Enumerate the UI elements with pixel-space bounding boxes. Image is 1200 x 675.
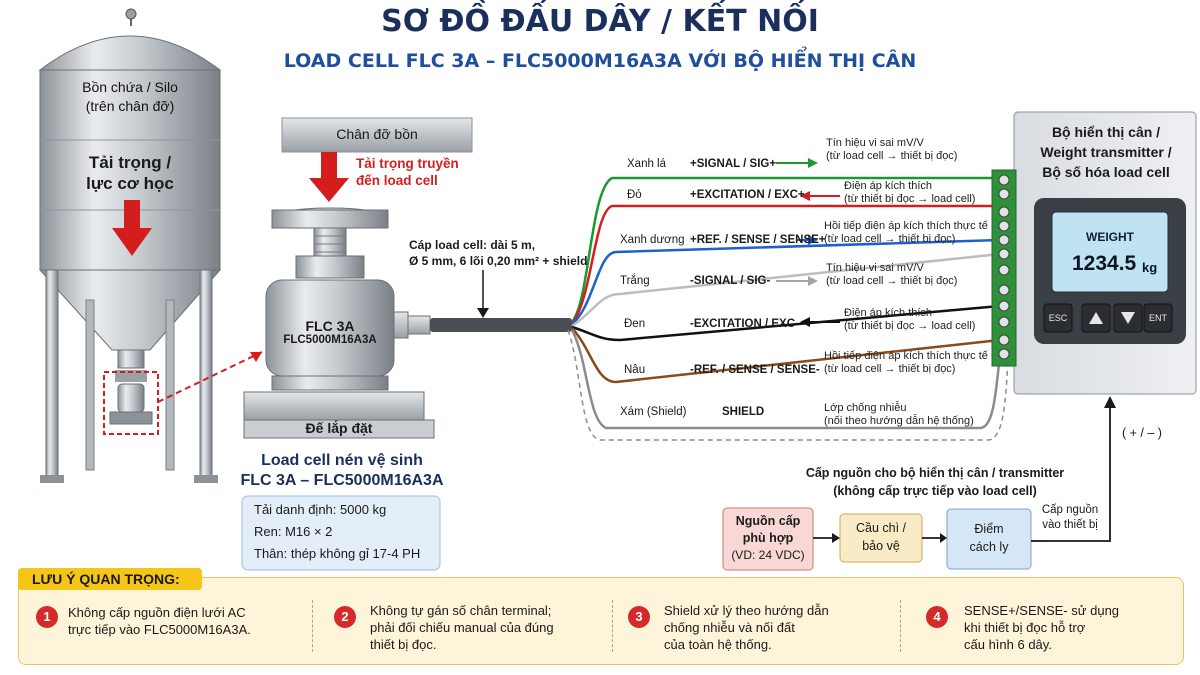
- note-number-1: 1: [36, 606, 58, 628]
- wire-color-black: Đen: [624, 318, 646, 330]
- polarity-label: ( + / – ): [1122, 426, 1162, 440]
- feed-label-2: vào thiết bị: [1042, 519, 1098, 531]
- isolation-label: Điểm: [974, 522, 1004, 536]
- note-1-line-2: trực tiếp vào FLC5000M16A3A.: [68, 622, 251, 637]
- esc-button[interactable]: ESC: [1048, 313, 1068, 323]
- note-2-line-2: phải đối chiếu manual của đúng: [370, 620, 554, 635]
- wire-desc-blue: Hồi tiếp điện áp kích thích thực tế: [824, 220, 988, 232]
- page-subtitle: LOAD CELL FLC 3A – FLC5000M16A3A VỚI BỘ …: [283, 50, 917, 72]
- up-button[interactable]: [1082, 304, 1110, 332]
- note-divider: [900, 600, 901, 652]
- spec-capacity: Tải danh định: 5000 kg: [254, 502, 387, 517]
- wire-color-shield: Xám (Shield): [620, 406, 687, 418]
- wire-desc-white: Tín hiệu vi sai mV/V: [826, 262, 924, 274]
- cable-label: Cáp load cell: dài 5 m,: [409, 238, 536, 252]
- wire-desc-shield: Lớp chống nhiễu: [824, 402, 907, 414]
- wire-desc-blue-sub: (từ load cell → thiết bị đọc): [824, 233, 956, 245]
- wire-desc-brown-sub: (từ load cell → thiết bị đọc): [824, 363, 956, 375]
- silo-label: Bồn chứa / Silo: [82, 79, 178, 95]
- wire-desc-green-sub: (từ load cell → thiết bị đọc): [826, 150, 958, 162]
- load-label: Tải trọng /: [88, 153, 172, 172]
- wire-color-red: Đỏ: [627, 189, 642, 201]
- base-label: Đế lắp đặt: [305, 420, 373, 436]
- spec-body: Thân: thép không gỉ 17-4 PH: [254, 546, 421, 561]
- note-2-line-1: Không tự gán số chân terminal;: [370, 603, 552, 618]
- wire-signal-sig-plus: +SIGNAL / SIG+: [690, 158, 777, 170]
- wire-color-blue: Xanh dương: [620, 234, 685, 246]
- indicator-title-2: Weight transmitter /: [1040, 144, 1172, 160]
- note-number-3: 3: [628, 606, 650, 628]
- wire-color-brown: Nâu: [624, 364, 646, 376]
- ent-button[interactable]: ENT: [1149, 313, 1167, 323]
- weight-indicator: [991, 111, 1197, 395]
- page-title: SƠ ĐỒ ĐẤU DÂY / KẾT NỐI: [381, 4, 819, 39]
- note-3-line-3: của toàn hệ thống.: [664, 637, 772, 652]
- wire-signal-sig-minus: -SIGNAL / SIG-: [690, 275, 771, 287]
- silo-label-sub: (trên chân đỡ): [85, 98, 175, 114]
- note-2-line-3: thiết bị đọc.: [370, 637, 437, 652]
- feed-label: Cấp nguồn: [1041, 504, 1099, 516]
- silo: [38, 8, 222, 483]
- load-cell-flc3a: [243, 207, 572, 439]
- power-title: Cấp nguồn cho bộ hiển thị cân / transmit…: [805, 466, 1065, 480]
- lcd-label: WEIGHT: [1086, 230, 1134, 244]
- spec-thread: Ren: M16 × 2: [254, 524, 333, 539]
- note-divider: [612, 600, 613, 652]
- wire-desc-red: Điện áp kích thích: [844, 180, 933, 192]
- fuse-label-2: bảo vệ: [862, 539, 900, 553]
- wire-desc-red-sub: (từ thiết bị đọc → load cell): [844, 193, 976, 205]
- power-source-2: phù hợp: [742, 531, 794, 545]
- wire-color-white: Trắng: [620, 275, 650, 287]
- loadcell-caption: Load cell nén vệ sinh: [261, 452, 423, 469]
- support-load-label-sub: đến load cell: [356, 173, 438, 188]
- wire-color-green: Xanh lá: [627, 158, 667, 170]
- signal-direction-arrows: [776, 158, 840, 327]
- load-label-sub: lực cơ học: [86, 174, 174, 193]
- note-3-line-1: Shield xử lý theo hướng dẫn: [664, 603, 829, 618]
- down-button[interactable]: [1114, 304, 1142, 332]
- note-divider: [312, 600, 313, 652]
- note-number-2: 2: [334, 606, 356, 628]
- note-4-line-1: SENSE+/SENSE- sử dụng: [964, 603, 1120, 618]
- wire-signal-exc-plus: +EXCITATION / EXC+: [690, 189, 805, 201]
- fuse-label: Cầu chì /: [855, 521, 907, 535]
- note-number-4: 4: [926, 606, 948, 628]
- wire-signal-shield: SHIELD: [722, 406, 765, 418]
- note-1-line-1: Không cấp nguồn điện lưới AC: [68, 605, 246, 620]
- wire-signal-exc-minus: -EXCITATION / EXC-: [690, 318, 799, 330]
- notes-panel: [18, 577, 1184, 665]
- wire-signal-sense-minus: -REF. / SENSE / SENSE-: [690, 364, 820, 376]
- wire-bundle: [567, 176, 1009, 441]
- note-3-line-2: chống nhiễu và nối đất: [664, 620, 795, 635]
- loadcell-model: FLC 3A: [305, 318, 355, 334]
- cable-label-sub: Ø 5 mm, 6 lõi 0,20 mm² + shield: [409, 254, 588, 268]
- wire-signal-sense-plus: +REF. / SENSE / SENSE+: [690, 234, 826, 246]
- note-4-line-3: cấu hình 6 dây.: [964, 637, 1052, 652]
- note-4-line-2: khi thiết bị đọc hỗ trợ: [964, 620, 1086, 635]
- power-source: Nguồn cấp: [735, 514, 801, 528]
- wire-desc-shield-sub: (nối theo hướng dẫn hệ thống): [824, 415, 974, 427]
- wire-desc-green: Tín hiệu vi sai mV/V: [826, 137, 924, 149]
- loadcell-caption-model: FLC 3A – FLC5000M16A3A: [240, 472, 444, 489]
- power-title-sub: (không cấp trực tiếp vào load cell): [833, 484, 1037, 498]
- indicator-title: Bộ hiển thị cân /: [1051, 124, 1161, 140]
- loadcell-model-code: FLC5000M16A3A: [283, 334, 377, 346]
- wire-desc-black: Điện áp kích thích: [844, 307, 933, 319]
- power-source-3: (VD: 24 VDC): [731, 548, 805, 562]
- wire-desc-brown: Hồi tiếp điện áp kích thích thực tế: [824, 350, 988, 362]
- lcd-value: 1234.5: [1072, 252, 1137, 275]
- wire-desc-black-sub: (từ thiết bị đọc → load cell): [844, 320, 976, 332]
- indicator-title-3: Bộ số hóa load cell: [1042, 164, 1170, 180]
- lcd-unit: kg: [1142, 260, 1158, 275]
- notes-heading: LƯU Ý QUAN TRỌNG:: [18, 568, 202, 590]
- support-label: Chân đỡ bồn: [336, 126, 418, 142]
- support-load-label: Tải trọng truyền: [356, 156, 459, 171]
- wire-desc-white-sub: (từ load cell → thiết bị đọc): [826, 275, 958, 287]
- isolation-label-2: cách ly: [969, 540, 1009, 554]
